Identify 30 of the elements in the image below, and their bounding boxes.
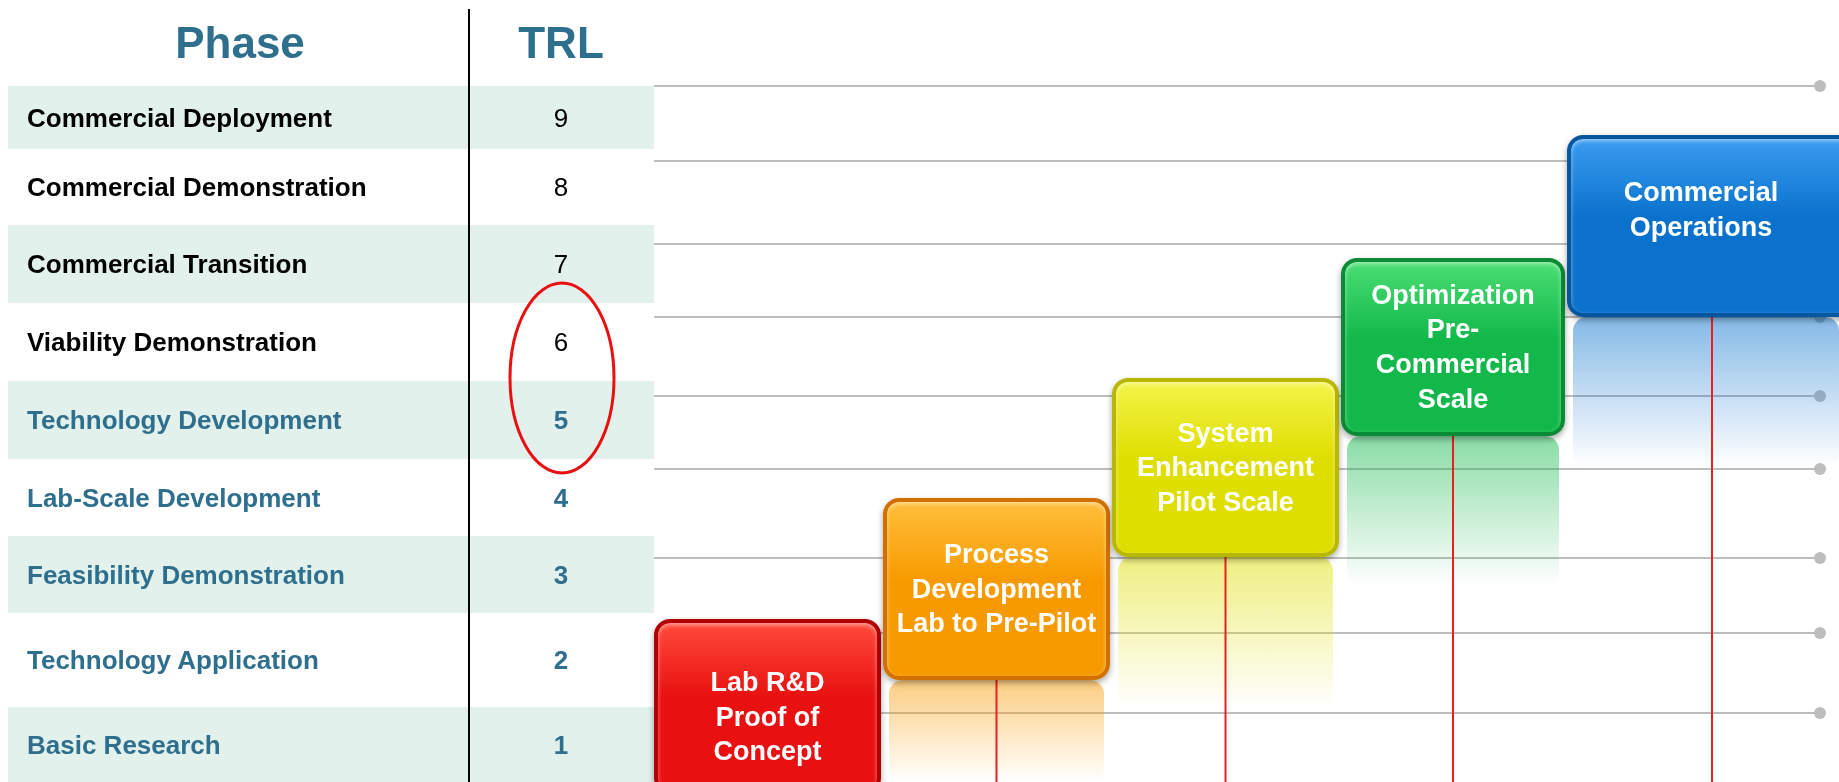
column-header: TRL bbox=[518, 18, 604, 68]
phase-name: Feasibility Demonstration bbox=[27, 559, 345, 590]
trl-level: 8 bbox=[553, 171, 569, 203]
phase-name: Commercial Deployment bbox=[27, 102, 332, 133]
stage-box bbox=[883, 498, 1110, 680]
stage-label: Commercial Operations bbox=[1622, 176, 1780, 244]
stage-label: Process Development Lab to Pre-Pilot bbox=[895, 538, 1098, 641]
stage-box bbox=[1567, 135, 1839, 317]
stage-label: Lab R&D Proof of Concept bbox=[709, 666, 826, 769]
trl-level: 4 bbox=[553, 482, 569, 513]
stage-label: Optimization Pre-Commercial Scale bbox=[1370, 278, 1536, 416]
column-header: Phase bbox=[175, 18, 305, 68]
trl-level: 5 bbox=[553, 404, 569, 436]
phase-name: Lab-Scale Development bbox=[27, 482, 321, 513]
phase-name: Basic Research bbox=[27, 729, 221, 760]
stage-box bbox=[1112, 378, 1339, 557]
stage-label: System Enhancement Pilot Scale bbox=[1135, 416, 1315, 519]
trl-level: 3 bbox=[553, 559, 569, 590]
trl-level: 6 bbox=[553, 326, 569, 358]
phase-name: Viability Demonstration bbox=[27, 326, 317, 358]
trl-level: 9 bbox=[553, 102, 569, 133]
phase-name: Technology Development bbox=[27, 404, 342, 436]
stage-box bbox=[654, 619, 881, 782]
phase-name: Commercial Transition bbox=[27, 248, 308, 280]
phase-name: Commercial Demonstration bbox=[27, 171, 367, 203]
phase-name: Technology Application bbox=[27, 644, 319, 676]
stage-box bbox=[1341, 258, 1565, 436]
trl-level: 1 bbox=[553, 729, 569, 760]
trl-level: 2 bbox=[553, 644, 569, 676]
trl-level: 7 bbox=[553, 248, 569, 280]
